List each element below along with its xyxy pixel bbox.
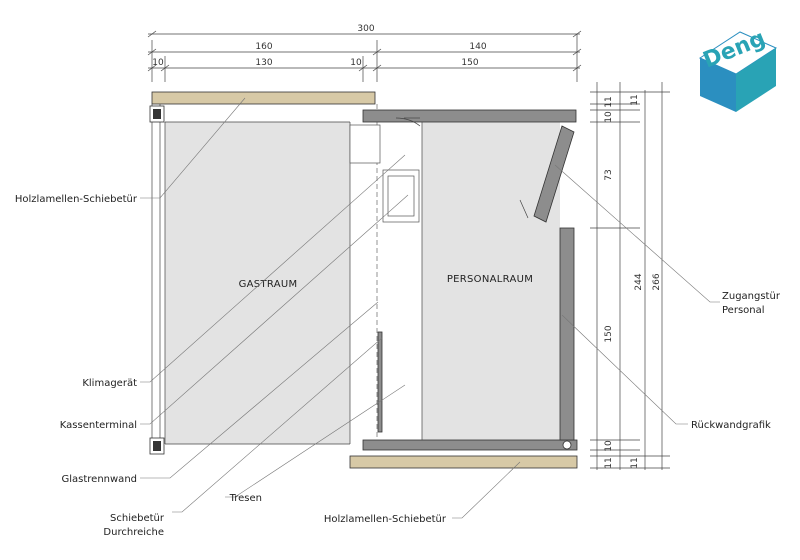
air-conditioner (349, 124, 381, 164)
dim-r-a6: 11 (604, 457, 614, 468)
dim-seg1: 10 (152, 58, 164, 68)
wall-bottom-right (362, 439, 578, 451)
dim-right: 140 (469, 42, 486, 52)
room-gastraum: GASTRAUM (239, 279, 298, 290)
label-ac: Klimagerät (82, 378, 137, 389)
cash-terminal-screen (387, 175, 415, 217)
dim-r-b1: 11 (630, 94, 640, 105)
dim-r-total: 266 (652, 273, 662, 290)
dim-r-a5: 10 (604, 440, 614, 452)
dim-r-a4: 150 (604, 325, 614, 342)
dim-total: 300 (357, 24, 374, 34)
right-module (349, 109, 578, 469)
label-sliding-door-bottom: Holzlamellen-Schiebetür (324, 514, 447, 525)
access-door (533, 125, 575, 223)
leader-lines (140, 97, 720, 519)
label-access-line1: Zugangstür (722, 291, 781, 302)
dim-seg2: 130 (255, 58, 272, 68)
label-graphic: Rückwandgrafik (691, 420, 771, 431)
top-dimensions: 300 160 140 10 130 10 150 (147, 24, 582, 82)
wall-top-right (362, 109, 577, 123)
dim-r-a2: 10 (604, 111, 614, 123)
label-counter: Tresen (229, 493, 262, 504)
label-pass-line1: Schiebetür (110, 513, 165, 524)
label-pass-line2: Durchreiche (103, 527, 164, 538)
dim-r-a3: 73 (604, 169, 614, 180)
equipment (349, 117, 421, 223)
dim-left: 160 (255, 42, 272, 52)
dim-r-a1: 11 (604, 96, 614, 107)
dim-seg3: 10 (350, 58, 362, 68)
label-sliding-door-top: Holzlamellen-Schiebetür (15, 194, 138, 205)
dim-r-inner: 244 (634, 273, 644, 290)
deng-logo: Deng (698, 26, 778, 112)
sliding-door-top (151, 91, 376, 105)
label-cash: Kassenterminal (60, 420, 137, 431)
pass-through-door (377, 331, 383, 433)
room-personalraum: PERSONALRAUM (447, 274, 533, 285)
gastraum-floor (165, 122, 350, 444)
right-dimensions: 11 10 73 150 10 11 11 11 244 266 (590, 82, 670, 470)
personalraum-floor (422, 122, 560, 440)
sliding-door-bottom (349, 455, 578, 469)
dim-seg4: 150 (461, 58, 478, 68)
label-access-line2: Personal (722, 305, 765, 316)
dim-r-b2: 11 (630, 457, 640, 468)
label-glass: Glastrennwand (62, 474, 138, 485)
rear-wall-graphic (559, 227, 575, 441)
